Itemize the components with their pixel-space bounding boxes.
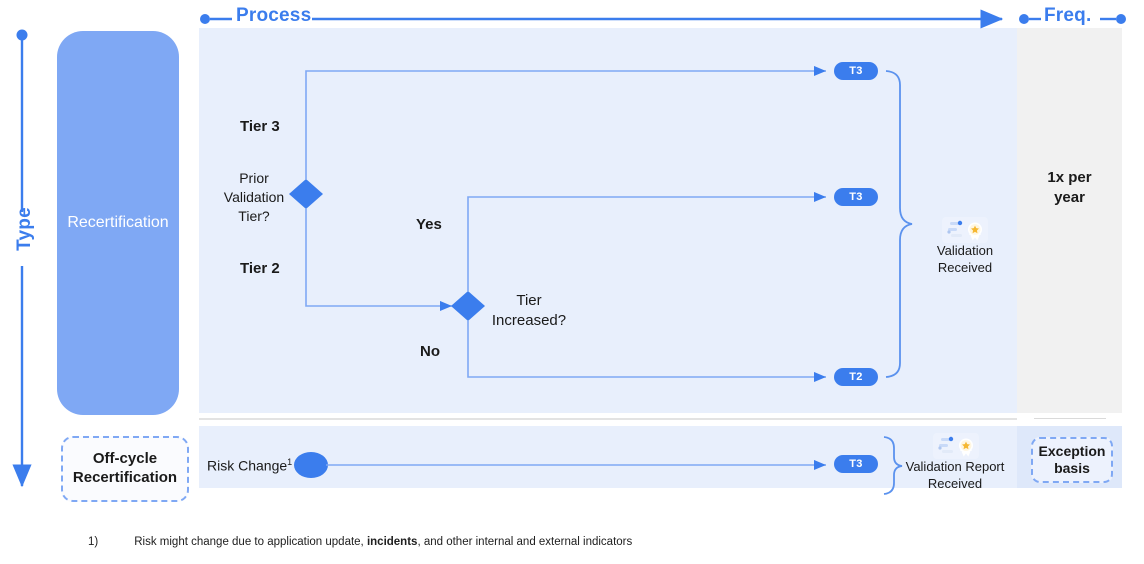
type-chip-recertification[interactable]: Recertification: [57, 31, 179, 415]
tier-badge-t2-bottom[interactable]: T2: [834, 368, 878, 386]
footnote: 1) Risk might change due to application …: [88, 536, 632, 548]
lane-divider-frequency: [1034, 418, 1106, 419]
start-node-risk-change-label: Risk Change1: [207, 457, 292, 474]
edge-label-no: No: [420, 343, 440, 360]
lane-divider-process: [199, 418, 1017, 420]
tier-badge-t3-top[interactable]: T3: [834, 62, 878, 80]
axis-label-process: Process: [236, 5, 312, 26]
frequency-value-offcycle[interactable]: Exception basis: [1031, 437, 1113, 483]
edge-label-tier-3: Tier 3: [240, 118, 280, 135]
validation-report-line2: Received: [927, 475, 983, 491]
validation-received-line2: Received: [937, 259, 993, 275]
validation-report-line1: Validation Report: [905, 459, 1005, 474]
axis-label-frequency: Freq.: [1044, 5, 1092, 26]
axis-rule-process: [200, 9, 1004, 29]
outcome-validation-report-received-label: Validation Report Received: [888, 459, 1022, 493]
axis-label-type: Type: [14, 207, 35, 251]
frequency-value-recertification: 1x per year: [1017, 168, 1122, 207]
lane-frequency-recertification: [1017, 28, 1122, 413]
decision-prior-line3: Tier?: [238, 207, 270, 224]
decision-increased-line2: Increased?: [491, 312, 567, 330]
decision-prior-line1: Prior: [239, 170, 269, 186]
footnote-text: Risk might change due to application upd…: [134, 536, 632, 548]
award-badge-icon: [932, 432, 980, 465]
tier-badge-t3-mid[interactable]: T3: [834, 188, 878, 206]
tier-badge-t3-offcycle[interactable]: T3: [834, 455, 878, 473]
lane-process-recertification: [199, 28, 1017, 413]
footnote-text-before: Risk might change due to application upd…: [134, 536, 367, 548]
frequency-main-line1: 1x per: [1047, 169, 1092, 186]
award-badge-icon: [941, 216, 989, 249]
risk-change-footnote-marker: 1: [287, 457, 293, 467]
decision-tier-increased-label: Tier Increased?: [481, 291, 577, 332]
footnote-text-after: , and other internal and external indica…: [417, 536, 633, 548]
footnote-text-bold: incidents: [366, 536, 418, 548]
edge-label-yes: Yes: [416, 216, 442, 233]
risk-change-text: Risk Change: [207, 457, 288, 474]
frequency-offcycle-line1: Exception: [1038, 443, 1106, 460]
decision-prior-line2: Validation: [223, 188, 285, 205]
frequency-offcycle-line2: basis: [1054, 460, 1090, 476]
edge-label-tier-2: Tier 2: [240, 260, 280, 277]
outcome-validation-received-label: Validation Received: [915, 243, 1015, 277]
type-chip-offcycle-line2: Recertification: [72, 469, 178, 486]
type-chip-offcycle-line1: Off-cycle: [92, 450, 158, 468]
decision-prior-validation-tier-label: Prior Validation Tier?: [216, 169, 292, 226]
type-chip-recertification-label: Recertification: [67, 214, 169, 231]
footnote-marker: 1): [88, 536, 99, 548]
validation-received-line1: Validation: [936, 243, 994, 258]
type-chip-offcycle-recertification[interactable]: Off-cycle Recertification: [61, 436, 189, 502]
decision-increased-line1: Tier: [516, 292, 542, 309]
frequency-main-line2: year: [1054, 188, 1085, 206]
lane-process-offcycle: [199, 426, 1017, 488]
